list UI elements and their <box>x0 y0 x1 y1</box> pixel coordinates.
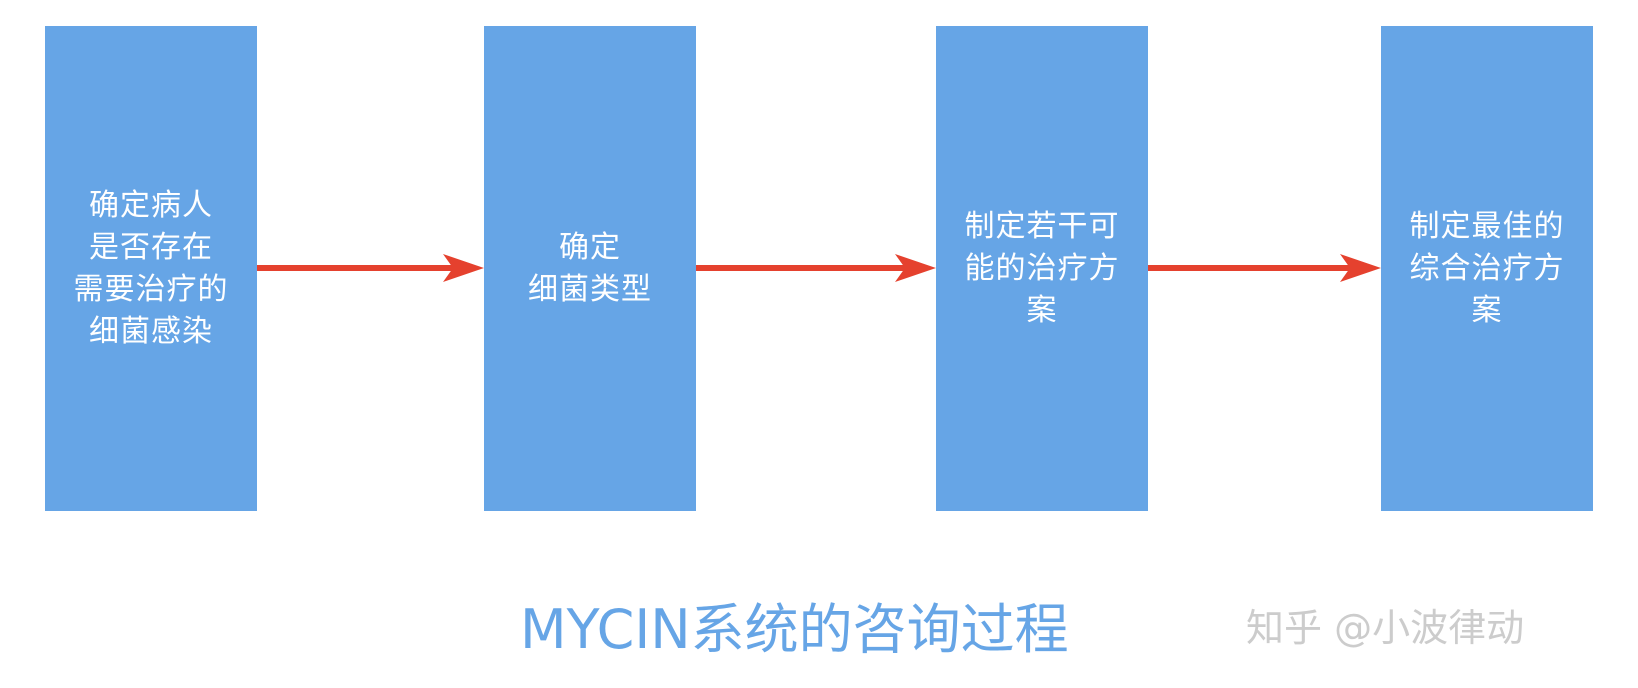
arrow-right-icon <box>696 250 936 286</box>
step-box-4: 制定最佳的 综合治疗方 案 <box>1381 26 1593 511</box>
step-box-2: 确定 细菌类型 <box>484 26 696 511</box>
step-label-1: 确定病人 是否存在 需要治疗的 细菌感染 <box>73 187 229 349</box>
step-box-1: 确定病人 是否存在 需要治疗的 细菌感染 <box>45 26 257 511</box>
step-box-3: 制定若干可 能的治疗方 案 <box>936 26 1148 511</box>
watermark: 知乎 @小波律动 <box>1246 606 1525 650</box>
step-label-3: 制定若干可 能的治疗方 案 <box>964 208 1120 328</box>
step-label-4: 制定最佳的 综合治疗方 案 <box>1409 208 1565 328</box>
arrow-right-icon <box>257 250 484 286</box>
diagram-caption: MYCIN系统的咨询过程 <box>520 598 1069 661</box>
arrow-right-icon <box>1148 250 1381 286</box>
step-label-2: 确定 细菌类型 <box>528 229 652 307</box>
